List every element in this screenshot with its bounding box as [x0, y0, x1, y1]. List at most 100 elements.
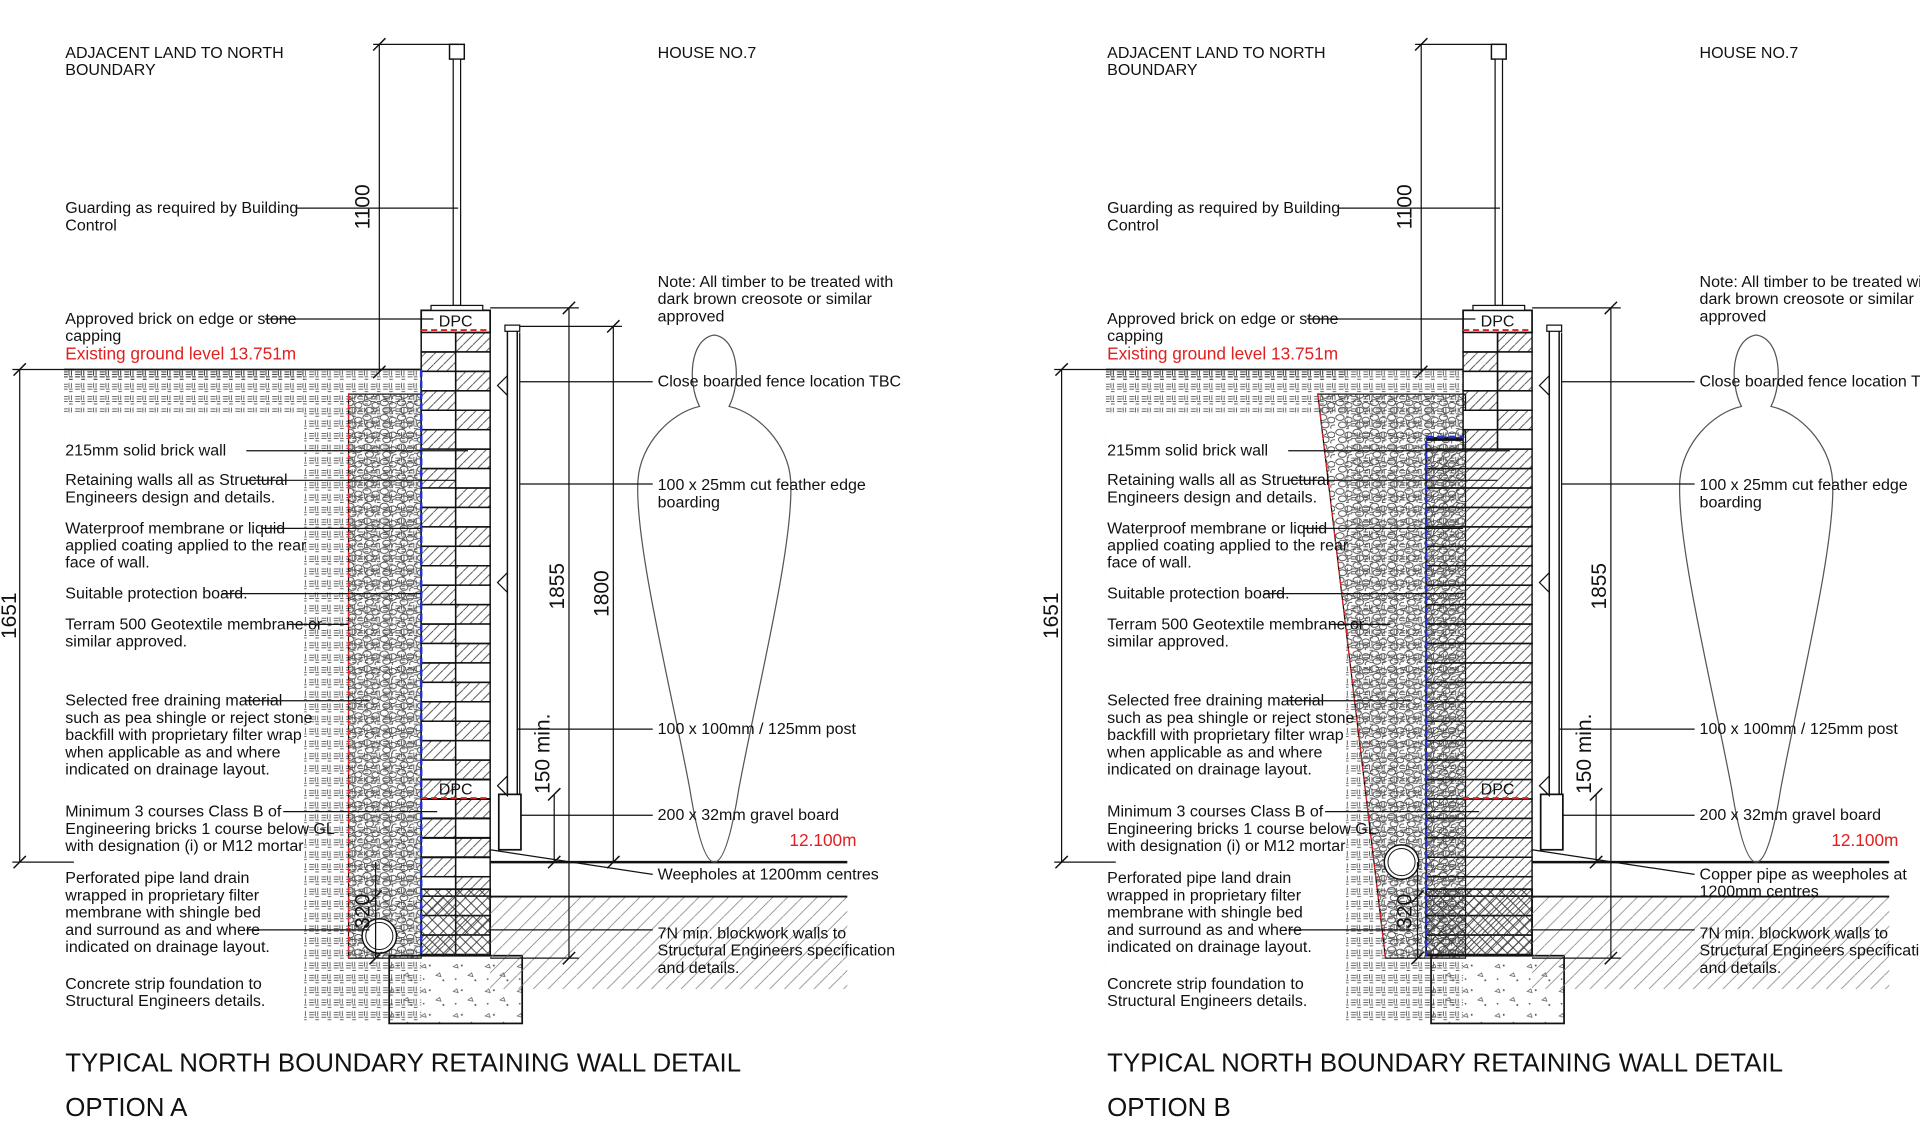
brick-course: [1425, 526, 1533, 548]
brick: [420, 798, 457, 820]
dim-tick: [368, 951, 383, 965]
dim-tick: [547, 787, 561, 802]
leader-line: [490, 849, 653, 876]
note-5-line: Selected free draining material: [65, 693, 282, 710]
subsoil-hatch: [490, 896, 848, 989]
note-8-line: Structural Engineers details.: [65, 993, 265, 1010]
brick: [420, 506, 457, 528]
brick: [454, 487, 491, 509]
note-7-line: membrane with shingle bed: [1107, 905, 1303, 922]
right-note-4: 200 x 32mm gravel board: [1700, 807, 1881, 824]
brick-course: [1425, 681, 1533, 703]
level-12100: 12.100m: [1831, 830, 1898, 850]
brick: [420, 467, 457, 489]
detail-title: TYPICAL NORTH BOUNDARY RETAINING WALL DE…: [1107, 1049, 1783, 1077]
right-note-4-line: 200 x 32mm gravel board: [1700, 807, 1881, 824]
note-8-line: Concrete strip foundation to: [1107, 976, 1304, 993]
note-6-line: with designation (i) or M12 mortar: [64, 838, 304, 855]
brick: [420, 487, 457, 509]
brick: [1496, 351, 1533, 373]
brick: [420, 720, 457, 742]
right-note-0-line: Note: All timber to be treated with: [1700, 274, 1920, 291]
dim-label-1100: 1100: [1393, 184, 1416, 229]
drain-pipe-inner: [1387, 848, 1416, 877]
dim-label-320: 320: [1393, 894, 1416, 929]
header-right: HOUSE NO.7: [1700, 45, 1799, 62]
brick: [454, 428, 491, 450]
brick: [420, 701, 457, 722]
note-1-line: Retaining walls all as Structural: [65, 472, 287, 489]
dim-tick: [1410, 889, 1425, 904]
fence-bracket: [1538, 774, 1550, 798]
note-4-line: similar approved.: [65, 634, 187, 651]
brick: [454, 856, 491, 878]
right-note-3: 100 x 100mm / 125mm post: [658, 721, 857, 738]
brick-course: [1425, 487, 1533, 509]
brick: [454, 798, 491, 820]
note-7-line: wrapped in proprietary filter: [1106, 887, 1302, 904]
right-note-1: Close boarded fence location TBC: [1700, 374, 1920, 391]
brick-course: [1425, 623, 1533, 645]
note-1-line: Engineers design and details.: [1107, 489, 1317, 506]
brick-course: [1425, 584, 1533, 606]
brick: [1462, 428, 1499, 450]
leader-line: [1531, 849, 1695, 876]
guarding-base: [430, 304, 484, 311]
brick: [420, 623, 457, 645]
right-note-3-line: 100 x 100mm / 125mm post: [658, 721, 857, 738]
fence-post-cap: [1546, 324, 1563, 332]
ground-mask-left: [64, 381, 305, 1035]
brick: [454, 545, 491, 567]
guarding-post: [1494, 58, 1504, 307]
right-note-5-line: Weepholes at 1200mm centres: [658, 866, 879, 883]
note-4-line: Terram 500 Geotextile membrane or: [1107, 616, 1365, 633]
brick: [454, 720, 491, 742]
note-3: Suitable protection board.: [1107, 586, 1289, 603]
brick: [454, 331, 491, 353]
detail-option: OPTION B: [1107, 1094, 1231, 1122]
fence-post: [506, 329, 518, 849]
right-note-0-line: dark brown creosote or similar: [658, 291, 873, 308]
detail-option: OPTION A: [65, 1094, 188, 1122]
brick: [420, 331, 457, 353]
brick: [454, 662, 491, 684]
note-5-line: backfill with proprietary filter wrap: [65, 727, 302, 744]
right-note-6-line: and details.: [658, 960, 740, 977]
detail-title: TYPICAL NORTH BOUNDARY RETAINING WALL DE…: [65, 1049, 741, 1077]
brick-course: [1425, 837, 1533, 859]
note-7-line: Perforated pipe land drain: [1107, 870, 1291, 887]
note-7-line: and surround as and where: [1107, 922, 1302, 939]
brick-course: [1425, 448, 1533, 470]
brick-course: [1425, 545, 1533, 567]
right-note-6-line: 7N min. blockwork walls to: [1700, 925, 1889, 942]
fence-bracket: [496, 571, 509, 594]
brick: [454, 584, 491, 606]
brick-course: [1425, 603, 1533, 625]
ground-mask-left: [1105, 381, 1347, 1035]
right-note-2-line: boarding: [1700, 494, 1762, 511]
perforated-drain-pipe: [361, 918, 398, 954]
ground-top-strip: [64, 369, 305, 413]
brick-course: [1425, 565, 1533, 586]
brick: [1496, 331, 1533, 353]
guarding-post-cap: [1490, 43, 1507, 60]
brick: [1496, 370, 1533, 392]
note-0: 215mm solid brick wall: [1107, 443, 1268, 460]
dim-tick: [1414, 365, 1428, 379]
capping-note-line: capping: [1107, 328, 1163, 345]
note-7-line: indicated on drainage layout.: [65, 939, 270, 956]
gravel-board: [1539, 793, 1564, 851]
brick-course: [1425, 817, 1533, 839]
brick: [1462, 409, 1499, 431]
note-4-line: Terram 500 Geotextile membrane or: [65, 616, 323, 633]
